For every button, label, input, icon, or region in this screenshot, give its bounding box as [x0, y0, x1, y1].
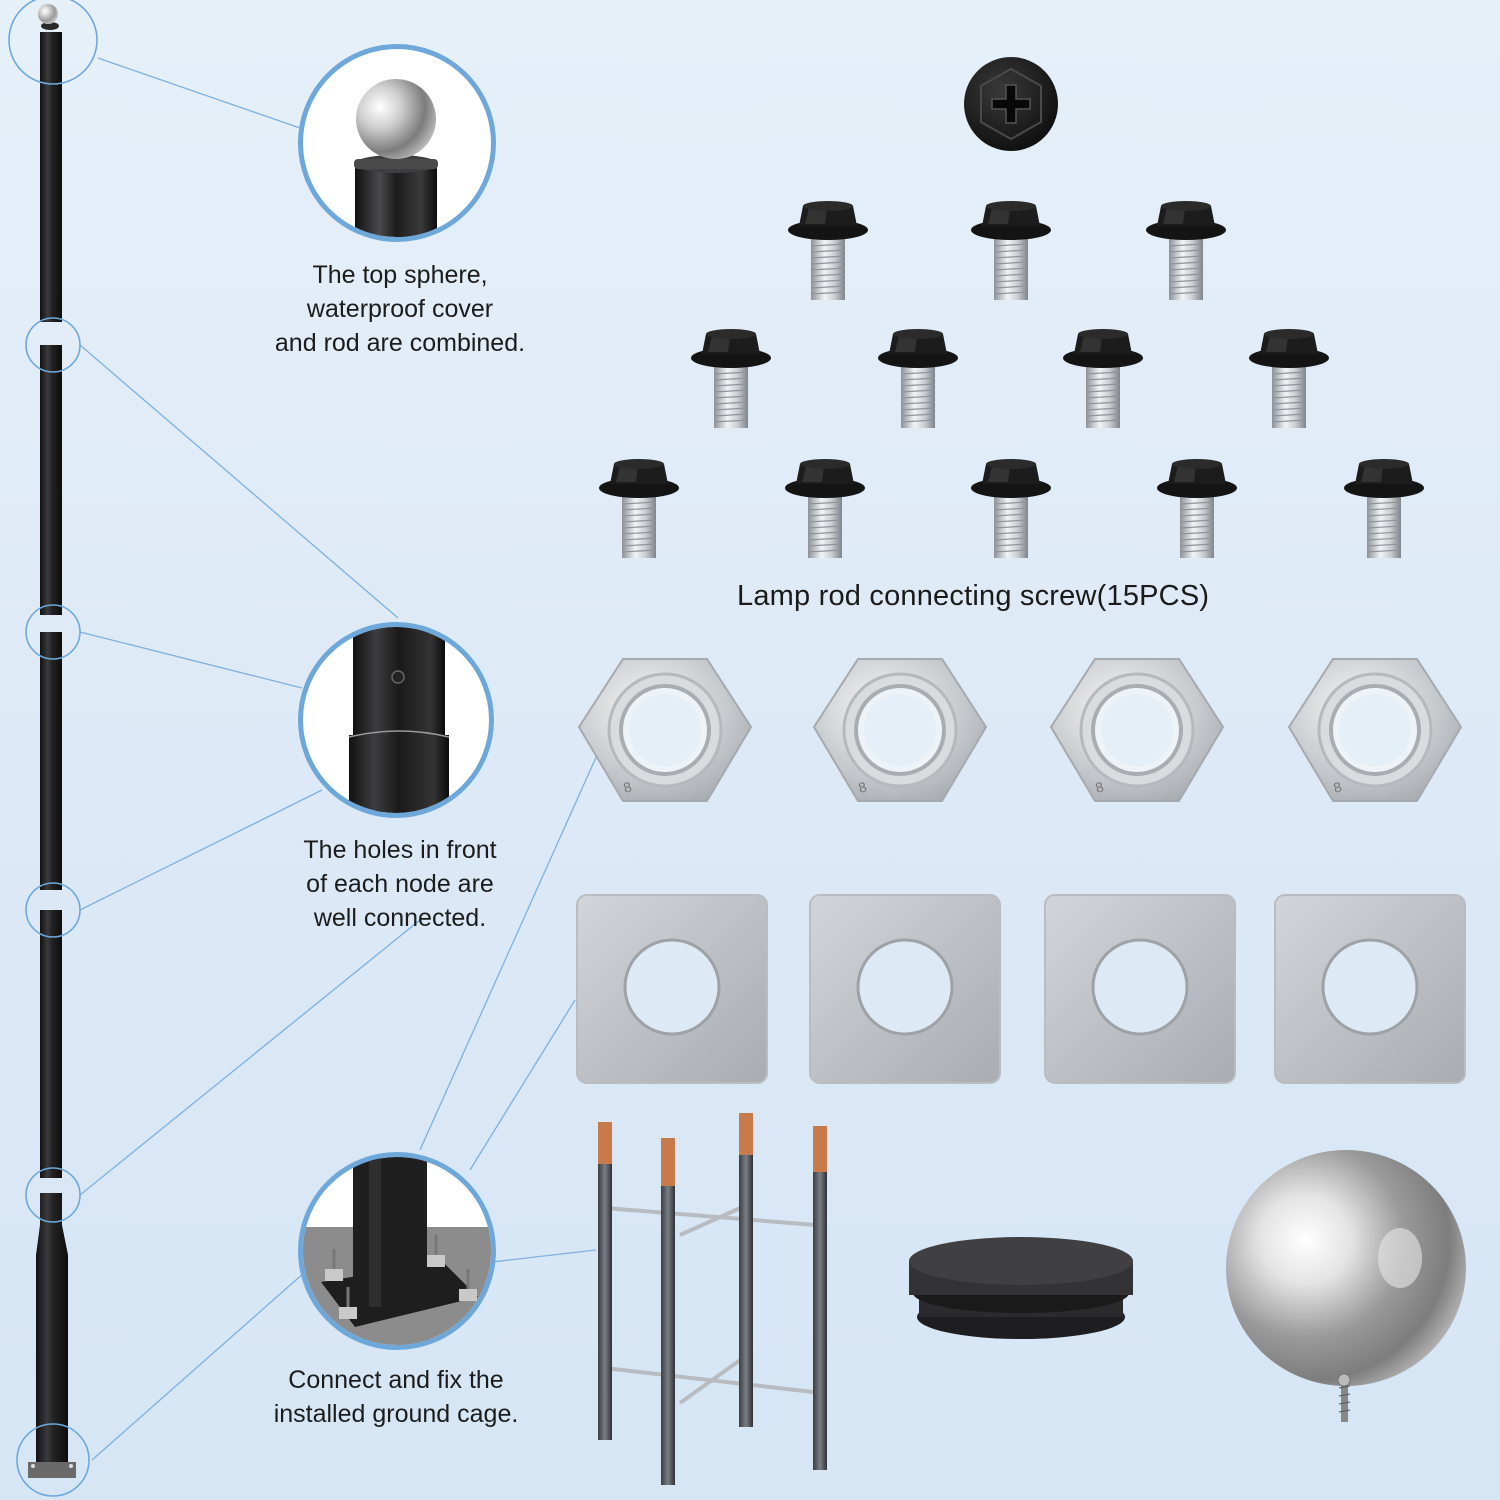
- caption-ground-cage: Connect and fix the installed ground cag…: [236, 1363, 556, 1431]
- square-washer-icon: [1273, 893, 1467, 1090]
- screw-icon: [1343, 458, 1425, 565]
- ground-cage-icon: [598, 1113, 827, 1485]
- callout-top-sphere: [298, 44, 496, 242]
- caption-line: The holes in front: [303, 836, 497, 864]
- svg-text:8: 8: [622, 778, 634, 796]
- hex-nut-icon: 8: [1285, 655, 1465, 810]
- caption-line: The top sphere,: [312, 261, 488, 289]
- svg-text:8: 8: [857, 778, 869, 796]
- square-washer-icon: [808, 893, 1002, 1090]
- screw-icon: [877, 328, 959, 435]
- square-washer-icon: [1043, 893, 1237, 1090]
- caption-line: installed ground cage.: [273, 1400, 519, 1428]
- screw-icon: [1062, 328, 1144, 435]
- hex-nut-icon: 8: [575, 655, 755, 810]
- screw-icon: [970, 200, 1052, 307]
- screw-icon: [690, 328, 772, 435]
- caption-line: of each node are: [306, 870, 494, 898]
- callout-node-holes: [298, 622, 494, 818]
- pole-joint-icon: [348, 627, 450, 813]
- svg-text:8: 8: [1332, 778, 1344, 796]
- screw-icon: [1145, 200, 1227, 307]
- square-washer-icon: [575, 893, 769, 1090]
- screw-icon: [787, 200, 869, 307]
- caption-line: and rod are combined.: [274, 329, 526, 357]
- caption-line: Connect and fix the: [288, 1366, 504, 1394]
- top-sphere-icon: [1226, 1150, 1466, 1422]
- screw-icon: [598, 458, 680, 565]
- screw-icon: [1156, 458, 1238, 565]
- screw-label: Lamp rod connecting screw(15PCS): [737, 580, 1210, 612]
- sphere-cap-icon: [354, 79, 438, 237]
- end-cap-icon: [909, 1237, 1133, 1339]
- lamp-pole: [28, 4, 76, 1478]
- screw-icon: [970, 458, 1052, 565]
- screw-icon: [784, 458, 866, 565]
- caption-node-holes: The holes in front of each node are well…: [240, 833, 560, 935]
- screw-head-top-icon: [964, 57, 1058, 151]
- callout-base-plate: [298, 1152, 496, 1350]
- base-plate-icon: [303, 1157, 491, 1345]
- hex-nut-icon: 8: [810, 655, 990, 810]
- caption-line: well connected.: [313, 904, 487, 932]
- screw-icon: [1248, 328, 1330, 435]
- caption-line: waterproof cover: [306, 295, 494, 323]
- svg-text:8: 8: [1094, 778, 1106, 796]
- caption-top-sphere: The top sphere, waterproof cover and rod…: [240, 258, 560, 360]
- hex-nut-icon: 8: [1047, 655, 1227, 810]
